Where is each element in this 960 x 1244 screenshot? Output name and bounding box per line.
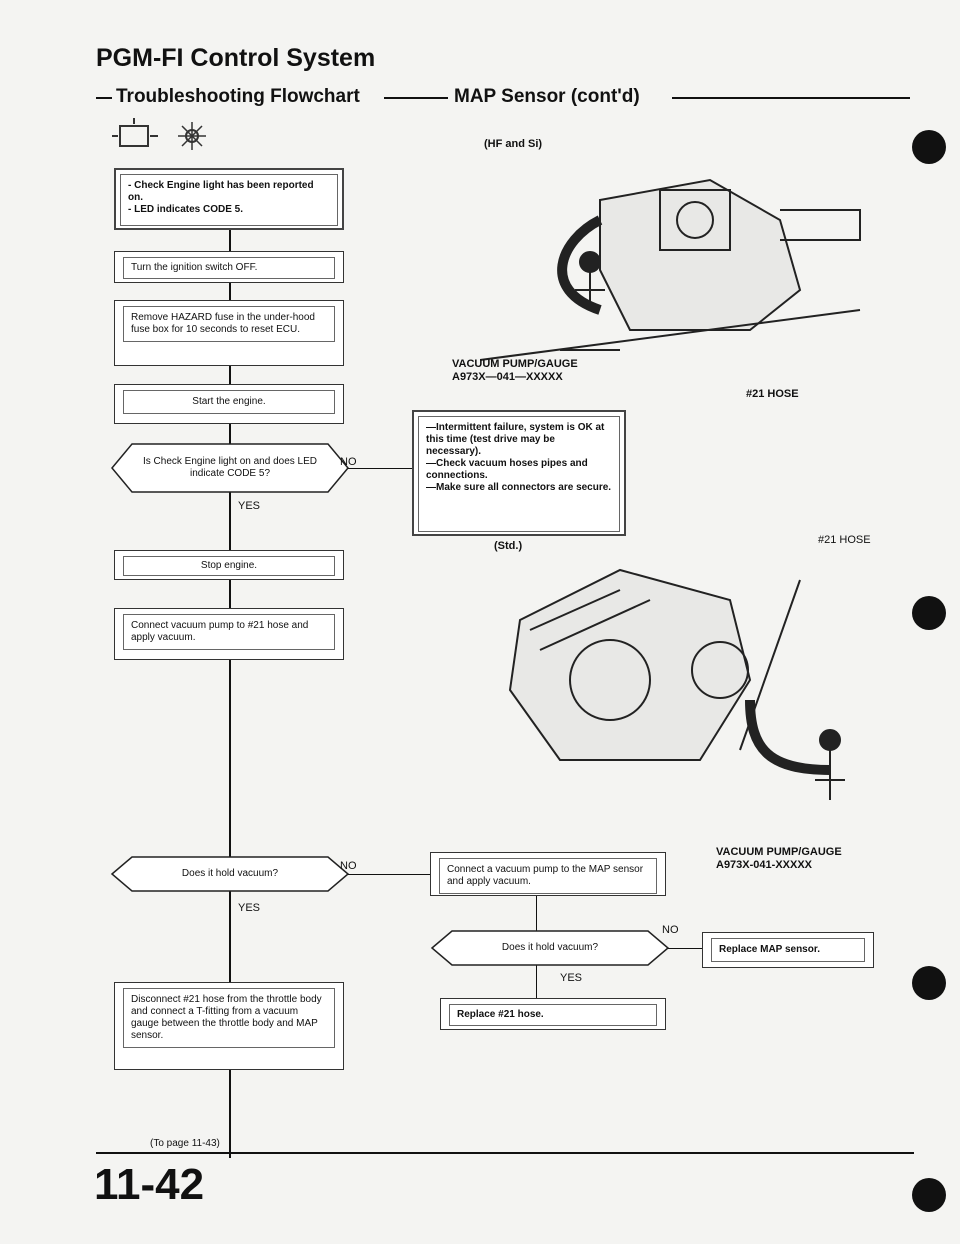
step-text: Connect vacuum pump to #21 hose and appl…	[123, 614, 335, 650]
no-label: NO	[340, 456, 357, 468]
hf-label: (HF and Si)	[484, 138, 543, 150]
margin-dot	[912, 130, 946, 164]
section-subtitle: MAP Sensor (cont'd)	[454, 86, 640, 107]
step-text: Disconnect #21 hose from the throttle bo…	[123, 988, 335, 1048]
decision-2-text: Does it hold vacuum?	[181, 868, 279, 879]
yes-label: YES	[560, 972, 583, 984]
yes-label: YES	[238, 902, 261, 914]
replace-hose-box: Replace #21 hose.	[440, 998, 666, 1030]
result-line: —Make sure all connectors are secure.	[426, 482, 612, 493]
pump-part-top: A973X—041—XXXXX	[452, 371, 563, 383]
step-remove-fuse: Remove HAZARD fuse in the under-hood fus…	[114, 300, 344, 366]
no-result-box: —Intermittent failure, system is OK at t…	[412, 410, 626, 536]
step-start-engine: Start the engine.	[114, 384, 344, 424]
step-text: Start the engine.	[123, 390, 335, 414]
no-label: NO	[662, 924, 679, 936]
step-text: Turn the ignition switch OFF.	[123, 257, 335, 279]
margin-dot	[912, 1178, 946, 1212]
step-text: Stop engine.	[123, 556, 335, 576]
check-engine-icon	[112, 118, 206, 150]
connector	[348, 874, 430, 875]
step-text: Replace #21 hose.	[449, 1004, 657, 1026]
step-connect-pump: Connect vacuum pump to #21 hose and appl…	[114, 608, 344, 660]
hose-label-bottom: #21 HOSE	[818, 534, 871, 546]
no-label: NO	[340, 860, 357, 872]
pump-label-bottom: VACUUM PUMP/GAUGE	[716, 846, 842, 858]
rule	[672, 97, 910, 99]
hose-label-top: #21 HOSE	[746, 388, 799, 400]
connector	[668, 948, 702, 949]
step-text: Remove HAZARD fuse in the under-hood fus…	[123, 306, 335, 342]
step-stop-engine: Stop engine.	[114, 550, 344, 580]
rule	[96, 97, 112, 99]
pump-part-bottom: A973X-041-XXXXX	[716, 859, 812, 871]
start-line-2: - LED indicates CODE 5.	[128, 204, 244, 215]
page-number: 11-42	[94, 1160, 205, 1209]
engine-illustration-bottom	[508, 568, 845, 800]
result-line: —Intermittent failure, system is OK at t…	[426, 422, 605, 457]
step-turn-off: Turn the ignition switch OFF.	[114, 251, 344, 283]
rule	[384, 97, 448, 99]
yes-label: YES	[238, 500, 261, 512]
connector	[348, 468, 412, 469]
decision-1-text: Is Check Engine light on and does LED in…	[143, 456, 317, 479]
footer-rule	[96, 1152, 914, 1154]
engine-illustration-top	[480, 178, 861, 361]
result-line: —Check vacuum hoses pipes and connection…	[426, 458, 588, 481]
step-text: Connect a vacuum pump to the MAP sensor …	[439, 858, 657, 894]
section-title: Troubleshooting Flowchart	[116, 86, 360, 107]
start-box: - Check Engine light has been reported o…	[114, 168, 344, 230]
flow-spine	[229, 228, 231, 1158]
decision-3-text: Does it hold vacuum?	[501, 942, 599, 953]
pump-label-top: VACUUM PUMP/GAUGE	[452, 358, 578, 370]
replace-map-box: Replace MAP sensor.	[702, 932, 874, 968]
start-line-1: - Check Engine light has been reported o…	[128, 180, 314, 203]
page-title: PGM-FI Control System	[96, 44, 376, 72]
continue-note: (To page 11-43)	[150, 1138, 220, 1149]
std-label: (Std.)	[494, 540, 523, 552]
step-connect-map: Connect a vacuum pump to the MAP sensor …	[430, 852, 666, 896]
step-disconnect-hose: Disconnect #21 hose from the throttle bo…	[114, 982, 344, 1070]
step-text: Replace MAP sensor.	[711, 938, 865, 962]
margin-dot	[912, 596, 946, 630]
margin-dot	[912, 966, 946, 1000]
